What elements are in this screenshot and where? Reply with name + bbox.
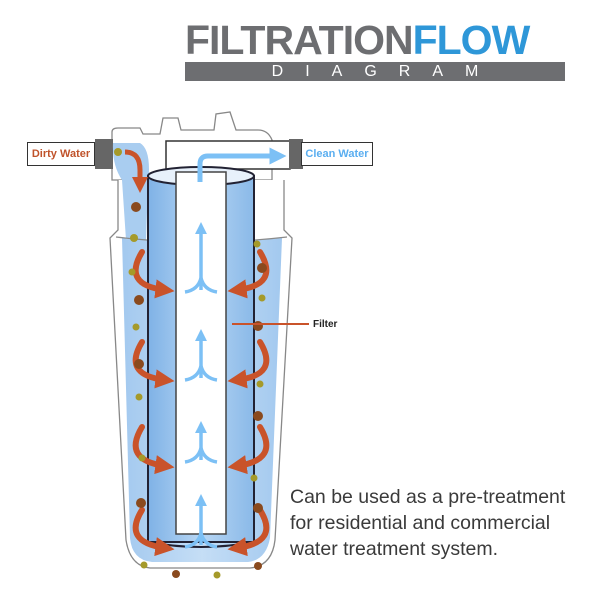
description-line-3: water treatment system. — [290, 538, 499, 560]
dirty-flow-inlet-arrow — [124, 149, 149, 194]
description-line-1: Can be used as a pre-treatment — [290, 486, 566, 508]
title-subtitle-bar: DIAGRAM — [185, 62, 565, 81]
clean-water-label: Clean Water — [301, 142, 373, 166]
title-main: FILTRATIONFLOW — [185, 17, 565, 63]
dirty-water-label: Dirty Water — [27, 142, 95, 166]
title-part-flow: FLOW — [412, 17, 531, 63]
description-text: Can be used as a pre-treatment for resid… — [290, 484, 590, 562]
description-line-2: for residential and commercial — [290, 512, 551, 534]
center-up-arrows — [184, 222, 218, 549]
inlet-port — [95, 139, 113, 169]
title-part-filtration: FILTRATION — [185, 17, 414, 63]
filter-label: Filter — [313, 319, 338, 330]
diagram-title: FILTRATIONFLOW DIAGRAM — [185, 20, 565, 81]
clean-flow-outlet-arrow — [197, 147, 287, 182]
outlet-port — [289, 139, 303, 169]
